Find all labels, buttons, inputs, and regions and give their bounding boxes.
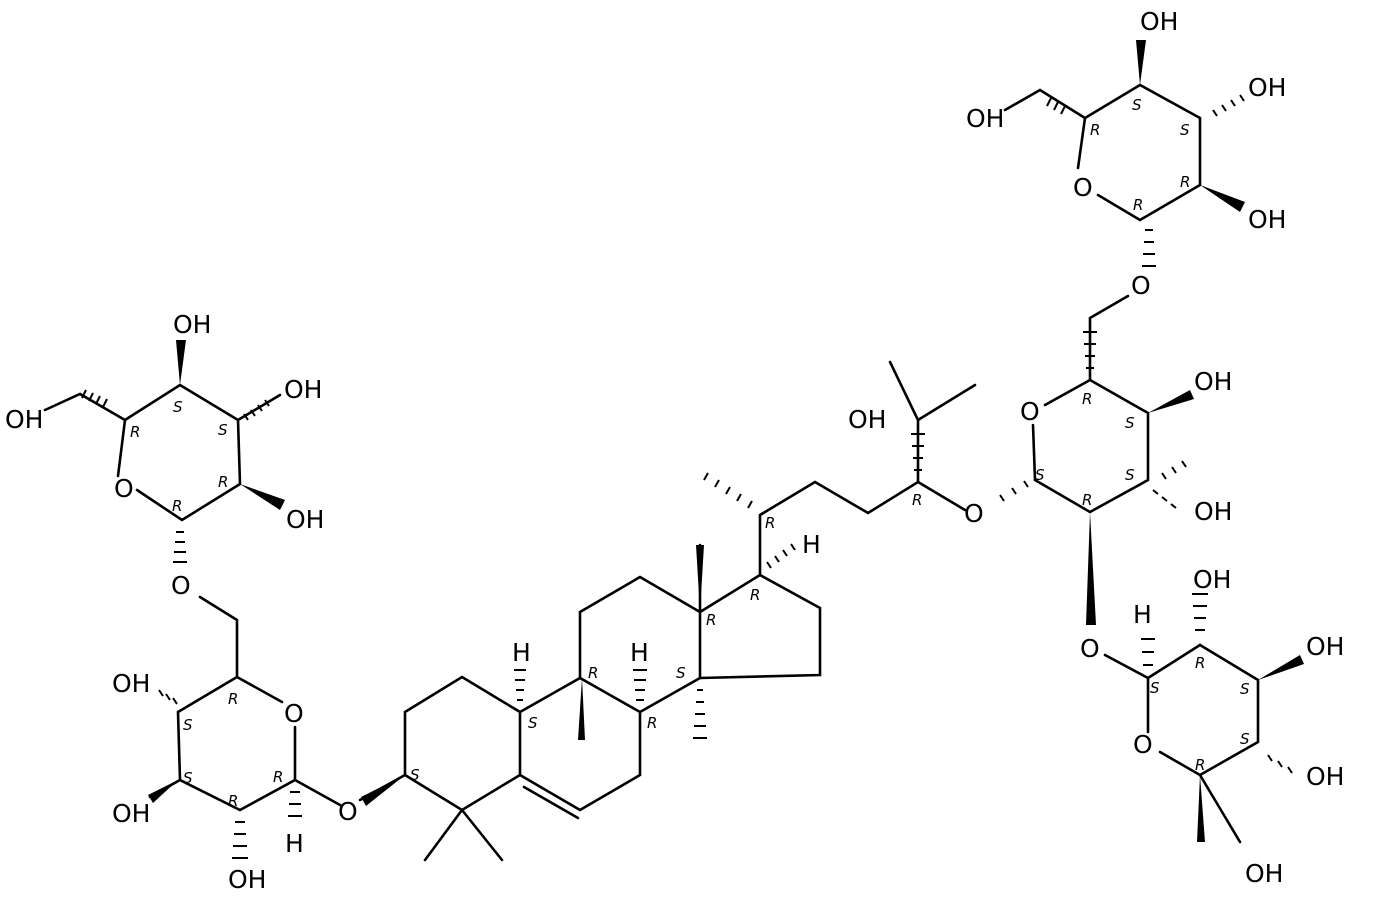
atom-label: O (1073, 173, 1093, 202)
stereo-label: S (1150, 679, 1160, 697)
stereo-label: S (1240, 730, 1250, 748)
atom-label: OH (1193, 565, 1231, 594)
stereo-label: S (528, 714, 538, 732)
atom-label: OH (112, 799, 150, 828)
atom-label: OH (1245, 859, 1283, 888)
stereo-label: S (1180, 121, 1190, 139)
atom-label: H (630, 638, 649, 667)
stereo-label: R (172, 497, 182, 515)
stereo-label: R (1082, 491, 1092, 509)
stereo-label: R (765, 514, 775, 532)
stereo-label: R (1180, 173, 1190, 191)
stereo-label: R (588, 664, 598, 682)
atom-label: O (1080, 634, 1100, 663)
atom-label: OH (284, 375, 322, 404)
atom-label: OH (1194, 497, 1232, 526)
atom-label: OH (286, 505, 324, 534)
atom-label: OH (112, 669, 150, 698)
stereo-label: R (228, 792, 238, 810)
stereo-label: S (1035, 466, 1045, 484)
stereo-label: R (273, 768, 283, 786)
atom-label: O (171, 571, 191, 600)
stereo-label: S (1125, 466, 1135, 484)
atom-label: OH (1248, 73, 1286, 102)
bond-skeleton (43, 83, 1260, 862)
stereo-label: R (218, 473, 228, 491)
stereo-label: R (1082, 390, 1092, 408)
atom-label: OH (1140, 7, 1178, 36)
atom-label: OH (228, 865, 266, 894)
atom-label: OH (173, 310, 211, 339)
stereo-label: R (1133, 196, 1143, 214)
atom-label: H (1133, 600, 1152, 629)
atom-label: O (1131, 271, 1151, 300)
stereo-label: R (1090, 121, 1100, 139)
atom-label: O (338, 797, 358, 826)
atom-label: OH (5, 405, 43, 434)
stereo-label: S (1240, 680, 1250, 698)
stereo-label: S (183, 716, 193, 734)
stereo-label: R (647, 714, 657, 732)
stereo-label: S (676, 664, 686, 682)
stereo-label: R (1195, 756, 1205, 774)
atom-label: OH (1194, 367, 1232, 396)
hash-bonds (81, 94, 1293, 859)
atom-label: OH (1306, 762, 1344, 791)
atom-label: O (1020, 397, 1040, 426)
atom-label: H (512, 638, 531, 667)
stereo-descriptors: S S R R R R S S R R S S R R R S R R R R … (130, 96, 1250, 810)
stereo-label: R (130, 423, 140, 441)
stereo-label: S (183, 769, 193, 787)
atom-label: O (114, 474, 134, 503)
atom-label: H (285, 829, 304, 858)
stereo-label: R (228, 690, 238, 708)
atom-label: O (964, 499, 984, 528)
stereo-label: R (750, 586, 760, 604)
stereo-label: R (912, 491, 922, 509)
atom-label: OH (966, 104, 1004, 133)
stereo-label: S (218, 421, 228, 439)
atom-label: OH (1306, 632, 1344, 661)
atom-label: O (284, 699, 304, 728)
stereo-label: S (410, 766, 420, 784)
atom-label: O (1133, 730, 1153, 759)
atom-label: OH (848, 405, 886, 434)
atom-label: OH (1248, 205, 1286, 234)
atom-label: H (802, 530, 821, 559)
stereo-label: R (1195, 654, 1205, 672)
stereo-label: S (1125, 414, 1135, 432)
stereo-label: S (1132, 96, 1142, 114)
stereo-label: S (173, 398, 183, 416)
wedge-bonds (148, 40, 1304, 842)
stereo-label: R (706, 611, 716, 629)
atom-labels: OH OH OH O OH O OH O OH OH O OH H O H H … (5, 7, 1344, 894)
